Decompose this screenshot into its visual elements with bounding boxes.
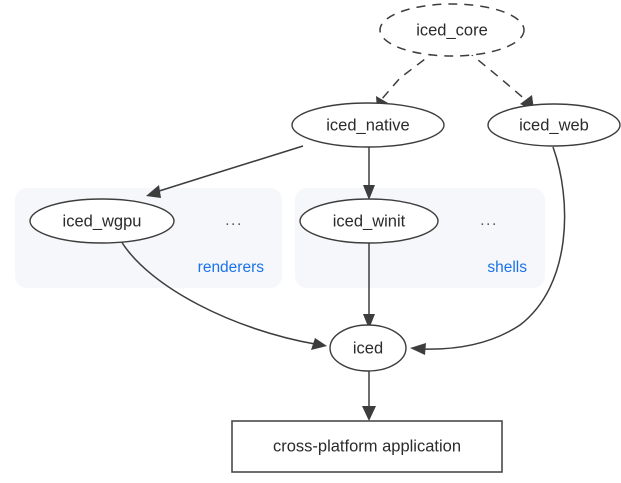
application-shape bbox=[231, 420, 503, 473]
iced_web-shape bbox=[487, 103, 621, 147]
iced-shape bbox=[329, 324, 407, 372]
node-iced_winit[interactable]: iced_winit bbox=[299, 198, 439, 244]
node-iced_core[interactable]: iced_core bbox=[379, 3, 525, 57]
application-label: cross-platform application bbox=[273, 437, 461, 455]
iced_native-shape bbox=[291, 102, 445, 148]
iced_native-label: iced_native bbox=[326, 116, 409, 134]
iced_web-label: iced_web bbox=[519, 116, 589, 134]
edge-iced_wgpu-to-iced bbox=[120, 240, 327, 350]
node-iced_wgpu[interactable]: iced_wgpu bbox=[29, 198, 175, 244]
cluster-shells-label: shells bbox=[487, 259, 527, 276]
node-iced_native[interactable]: iced_native bbox=[291, 102, 445, 148]
cluster-renderers-label: renderers bbox=[198, 259, 265, 276]
node-application[interactable]: cross-platform application bbox=[231, 420, 503, 473]
edge-iced_native-to-iced_winit bbox=[363, 146, 375, 200]
edge-iced_core-to-iced_native bbox=[376, 49, 438, 110]
iced_winit-label: iced_winit bbox=[333, 212, 406, 230]
iced_core-shape bbox=[379, 3, 525, 57]
edge-iced_native-to-iced_wgpu bbox=[146, 145, 304, 198]
shells-ellipsis: ... bbox=[480, 212, 498, 229]
node-iced_web[interactable]: iced_web bbox=[487, 103, 621, 147]
node-iced[interactable]: iced bbox=[329, 324, 407, 372]
edge-iced-to-application bbox=[362, 371, 376, 421]
iced-label: iced bbox=[353, 339, 383, 357]
iced_core-label: iced_core bbox=[416, 21, 488, 39]
iced_winit-shape bbox=[299, 198, 439, 244]
renderers-ellipsis: ... bbox=[225, 212, 243, 229]
edge-iced_core-to-iced_web bbox=[465, 49, 534, 110]
edge-iced_web-to-iced bbox=[410, 146, 566, 355]
iced_wgpu-shape bbox=[29, 198, 175, 244]
edge-iced_winit-to-iced bbox=[363, 243, 375, 329]
iced_wgpu-label: iced_wgpu bbox=[63, 212, 142, 230]
